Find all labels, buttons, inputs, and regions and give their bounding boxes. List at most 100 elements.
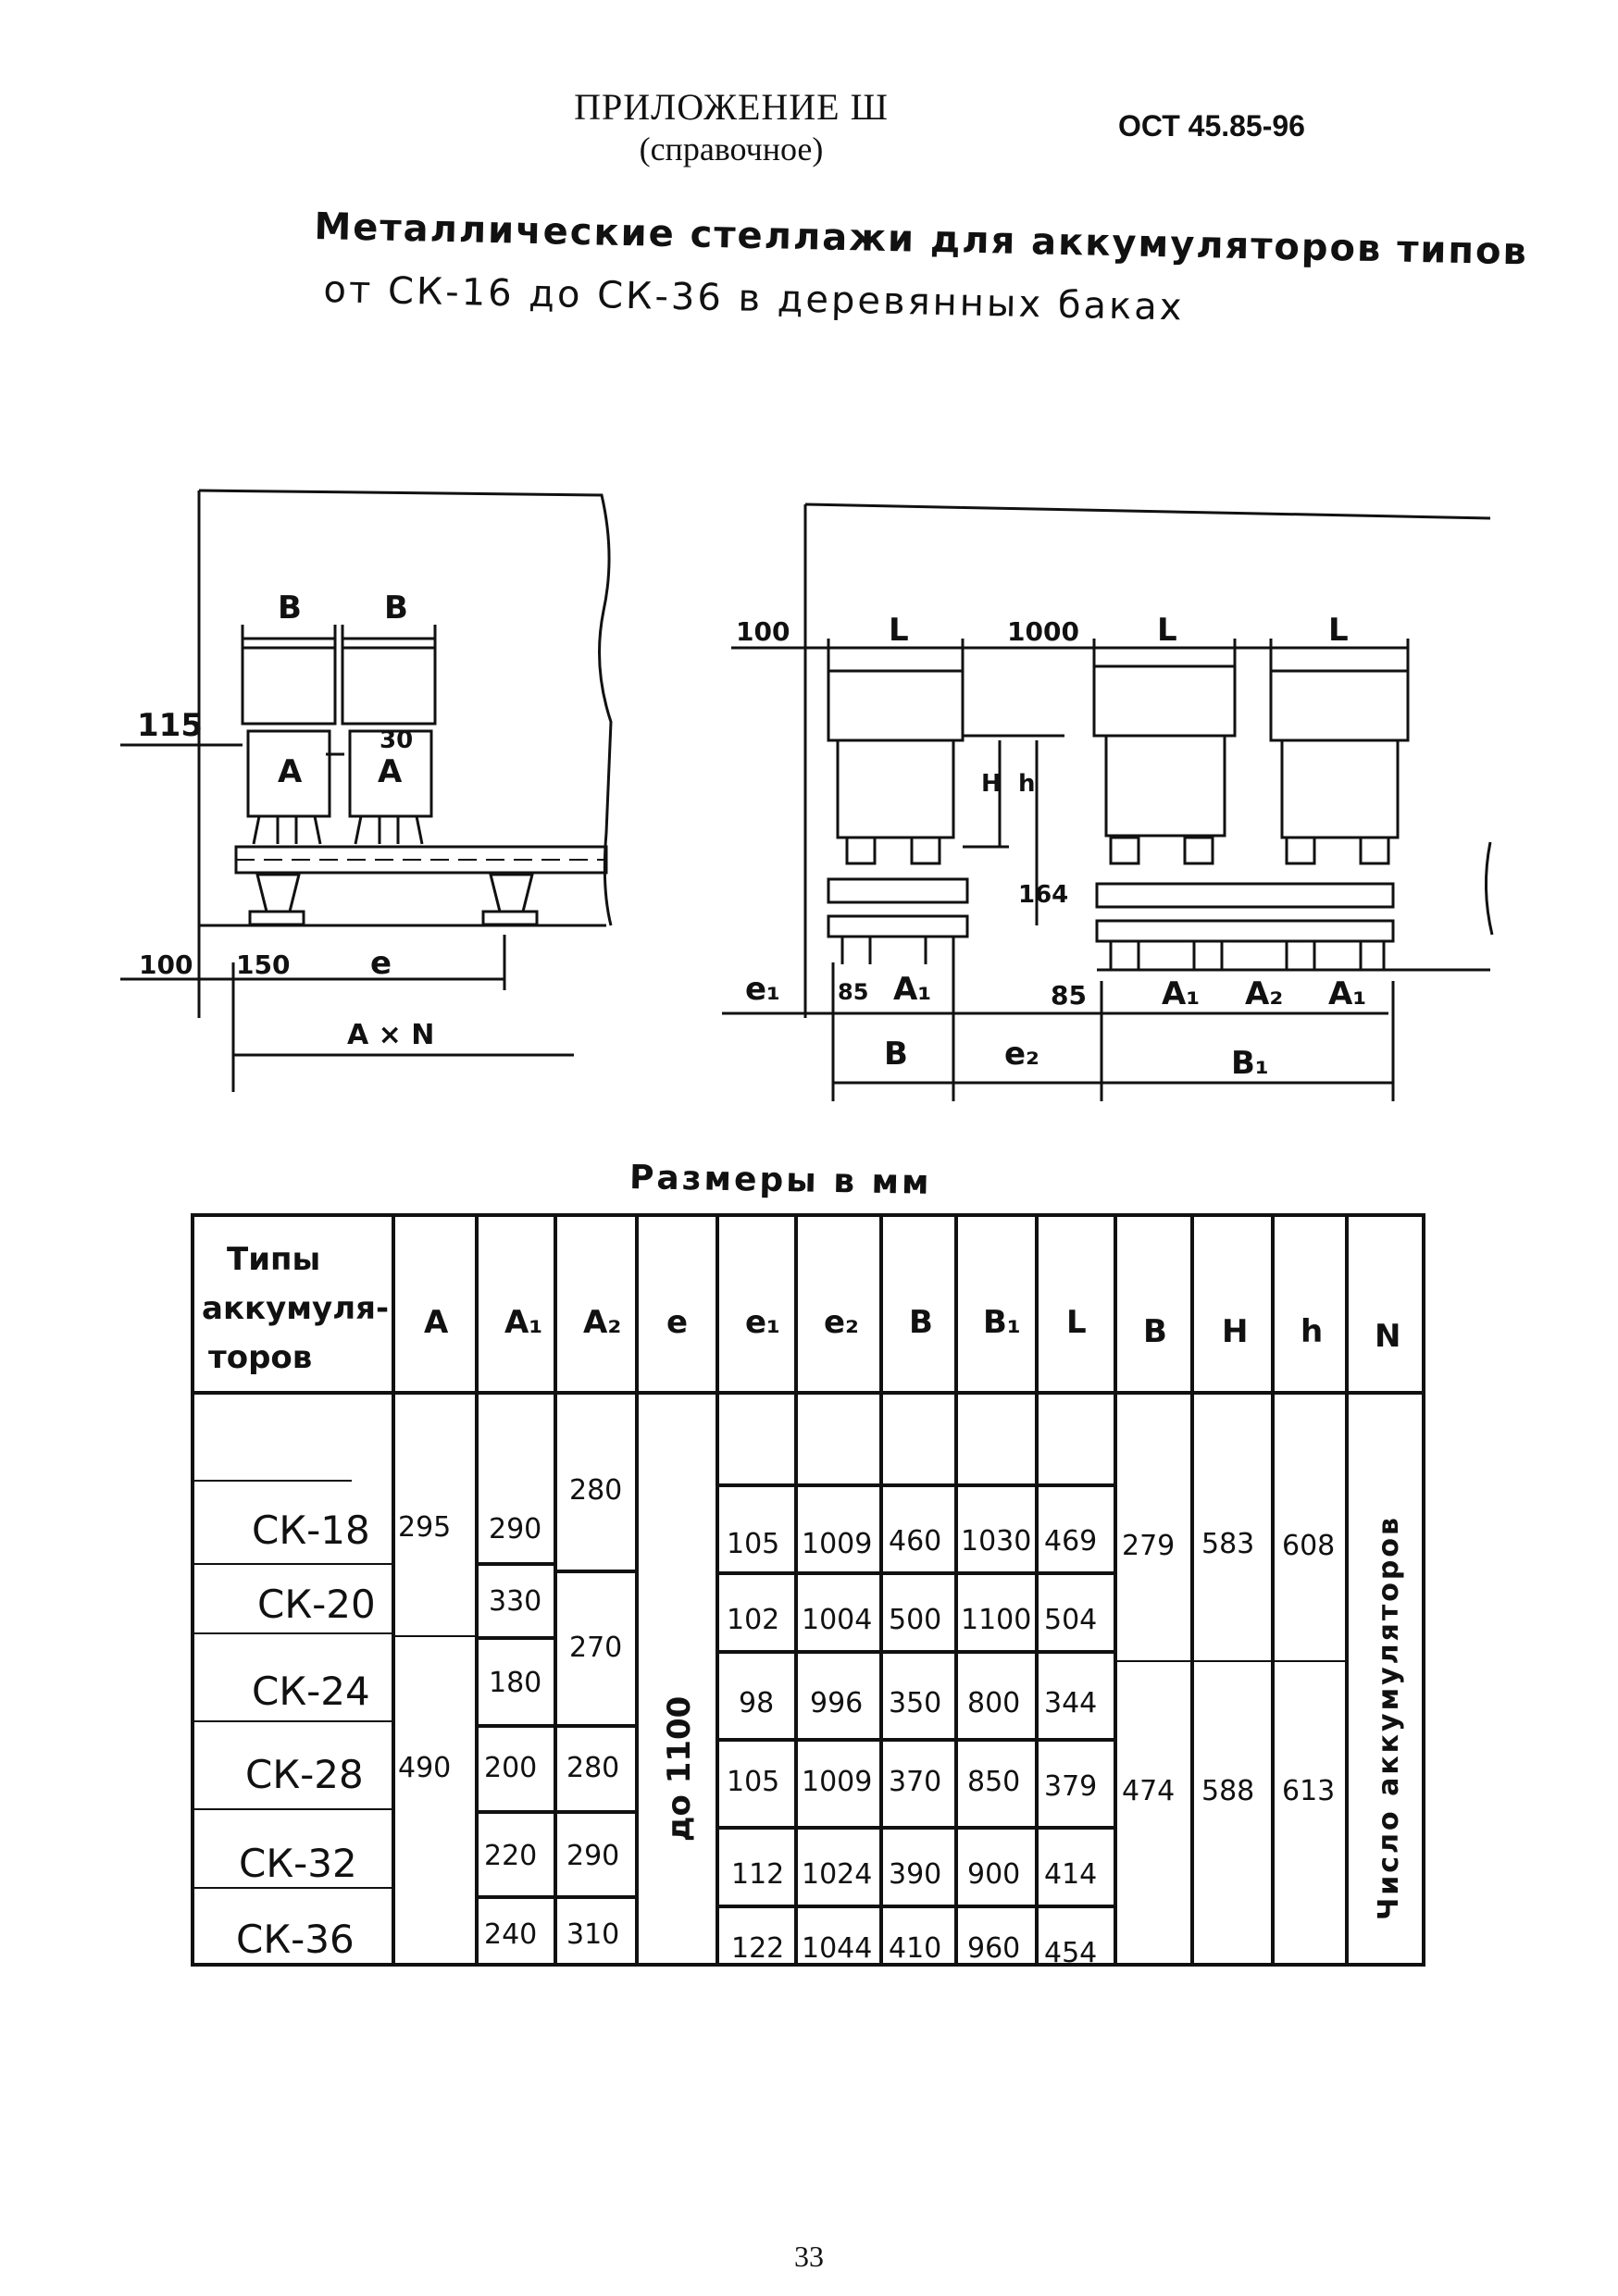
table-n-merged: Число аккумуляторов <box>1373 1515 1405 1920</box>
left-label-e: e <box>370 945 392 982</box>
table-l-r1: 469 <box>1044 1525 1097 1558</box>
right-label-a1c: A₁ <box>1328 975 1366 1012</box>
table-e1-r2: 102 <box>727 1604 779 1636</box>
right-label-l2: L <box>1157 612 1177 649</box>
table-h-r1: 583 <box>1201 1528 1254 1560</box>
table-b1-r1: 1030 <box>961 1525 1031 1558</box>
right-label-1000: 1000 <box>1007 616 1079 647</box>
right-label-e2: e₂ <box>1004 1036 1039 1073</box>
table-e1-r3: 98 <box>739 1687 774 1719</box>
appendix-title: ПРИЛОЖЕНИЕ Ш <box>574 86 889 128</box>
table-a1-r1: 290 <box>489 1513 541 1545</box>
rack-drawings: B B 115 30 A A 100 150 e A × N <box>120 489 1494 1101</box>
table-header-n: N <box>1375 1318 1400 1355</box>
page-number: 33 <box>794 2240 824 2273</box>
table-a2-r2: 270 <box>569 1632 622 1664</box>
table-b1-r3: 800 <box>967 1687 1020 1719</box>
right-label-h: H <box>981 770 1002 798</box>
table-header-hsmall: h <box>1301 1313 1323 1350</box>
left-label-a1: A <box>278 753 303 790</box>
table-l-r4: 379 <box>1044 1770 1097 1803</box>
table-l-r5: 414 <box>1044 1858 1097 1891</box>
left-label-b1: B <box>278 590 302 627</box>
dimensions-table: Типы аккумуля- торов A A₁ A₂ e e₁ e₂ B B… <box>191 1213 1425 1969</box>
right-label-85a: 85 <box>838 979 868 1005</box>
table-e1-r5: 112 <box>731 1858 784 1891</box>
table-l-r6: 454 <box>1044 1937 1097 1969</box>
table-b-r4: 370 <box>889 1766 941 1798</box>
right-label-b: B <box>884 1036 908 1073</box>
table-e1-r4: 105 <box>727 1766 779 1798</box>
table-a1-r6: 240 <box>484 1918 537 1951</box>
left-label-b2: B <box>384 590 408 627</box>
table-a1-r4: 200 <box>484 1752 537 1784</box>
table-a2-r1: 280 <box>569 1474 622 1507</box>
right-label-l3: L <box>1328 612 1349 649</box>
right-label-a2: A₂ <box>1245 975 1283 1012</box>
table-type-ck20: СК-20 <box>257 1582 376 1627</box>
table-l-r3: 344 <box>1044 1687 1097 1719</box>
table-b-r6: 410 <box>889 1932 941 1965</box>
right-label-b1: B₁ <box>1231 1045 1269 1082</box>
left-label-a2: A <box>378 753 403 790</box>
table-header-e1: e₁ <box>745 1304 780 1341</box>
left-label-axn: A × N <box>347 1019 434 1051</box>
table-a2-r3: 280 <box>566 1752 619 1784</box>
right-label-85b: 85 <box>1051 980 1087 1011</box>
appendix-note: (справочное) <box>639 130 824 168</box>
standard-number: ОСТ 45.85-96 <box>1118 109 1305 143</box>
table-header-b1: B₁ <box>983 1304 1021 1341</box>
table-a1-r5: 220 <box>484 1840 537 1872</box>
table-e2-r5: 1024 <box>802 1858 872 1891</box>
table-header-type-line1: Типы <box>227 1241 320 1278</box>
right-label-a1b: A₁ <box>1162 975 1200 1012</box>
table-e2-r3: 996 <box>810 1687 863 1719</box>
table-header-h: H <box>1222 1313 1248 1350</box>
table-type-ck24: СК-24 <box>252 1669 370 1714</box>
table-a-295: 295 <box>398 1511 451 1544</box>
table-e1-r6: 122 <box>731 1932 784 1965</box>
table-b1-r4: 850 <box>967 1766 1020 1798</box>
right-label-hsmall: h <box>1018 770 1036 798</box>
table-l-r2: 504 <box>1044 1604 1097 1636</box>
table-hsmall-r2: 613 <box>1282 1775 1335 1807</box>
table-b-r3: 350 <box>889 1687 941 1719</box>
table-b1-r2: 1100 <box>961 1604 1031 1636</box>
table-e1-r1: 105 <box>727 1528 779 1560</box>
left-label-30: 30 <box>380 726 413 754</box>
table-a1-r2: 330 <box>489 1585 541 1618</box>
table-h-r2: 588 <box>1201 1775 1254 1807</box>
table-header-type-line2: аккумуля- <box>202 1290 389 1327</box>
left-drawing <box>120 489 613 1092</box>
table-hsmall-r1: 608 <box>1282 1530 1335 1562</box>
table-type-ck36: СК-36 <box>236 1917 355 1962</box>
table-a2-r4: 290 <box>566 1840 619 1872</box>
table-header-b: B <box>909 1304 933 1341</box>
dimensions-caption: Размеры в мм <box>629 1159 932 1202</box>
left-label-150: 150 <box>236 949 290 980</box>
table-header-bw: B <box>1143 1313 1167 1350</box>
table-e2-r1: 1009 <box>802 1528 872 1560</box>
table-e-merged: до 1100 <box>661 1696 698 1842</box>
table-type-ck32: СК-32 <box>239 1841 357 1886</box>
table-b-r5: 390 <box>889 1858 941 1891</box>
table-a-490: 490 <box>398 1752 451 1784</box>
right-label-l1: L <box>889 612 909 649</box>
left-label-115: 115 <box>137 707 203 744</box>
table-header-a2: A₂ <box>583 1304 621 1341</box>
table-header-type-line3: торов <box>208 1339 312 1376</box>
table-e2-r2: 1004 <box>802 1604 872 1636</box>
table-header-l: L <box>1066 1304 1087 1341</box>
table-e2-r4: 1009 <box>802 1766 872 1798</box>
table-a2-r5: 310 <box>566 1918 619 1951</box>
right-label-100: 100 <box>736 616 790 647</box>
table-b-r1: 460 <box>889 1525 941 1558</box>
table-b1-r5: 900 <box>967 1858 1020 1891</box>
table-header-e2: e₂ <box>824 1304 859 1341</box>
right-label-e1: e₁ <box>745 971 780 1008</box>
right-label-164: 164 <box>1018 881 1068 909</box>
table-type-ck28: СК-28 <box>245 1752 364 1797</box>
table-header-e: e <box>666 1304 688 1341</box>
table-a1-r3: 180 <box>489 1667 541 1699</box>
table-bw-r2: 474 <box>1122 1775 1175 1807</box>
